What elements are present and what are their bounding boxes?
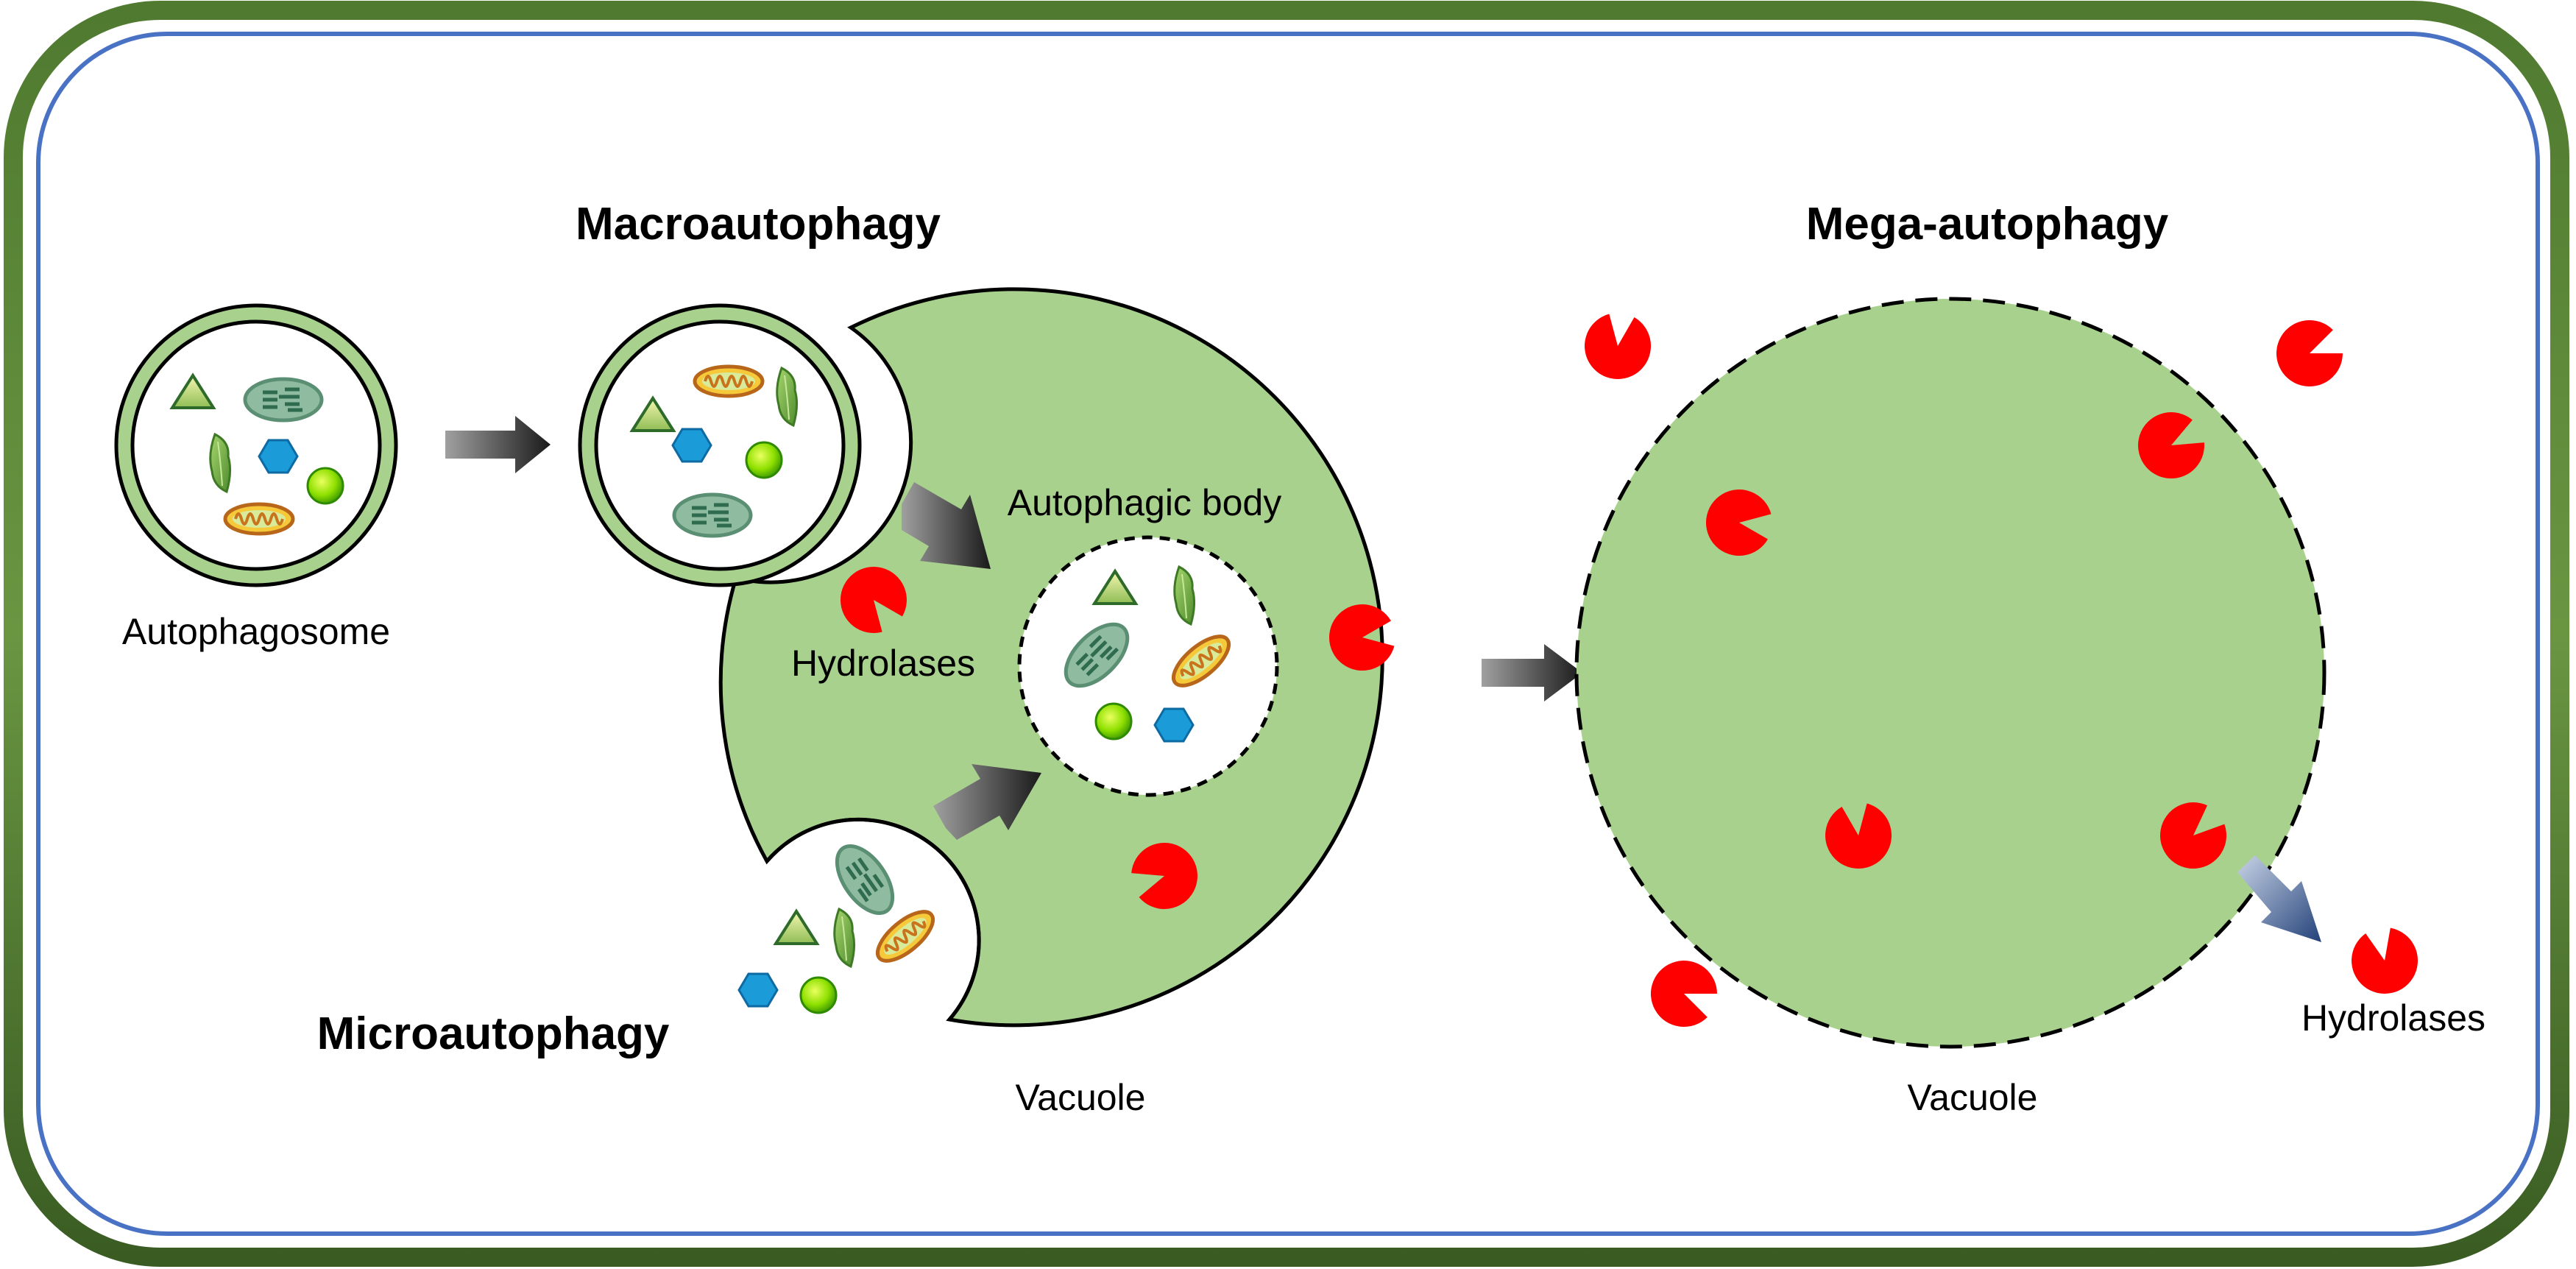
sphere-icon: [799, 976, 838, 1014]
mitochondrion-icon: [695, 367, 762, 396]
sphere-icon: [306, 467, 344, 505]
hexagon-icon: [1153, 707, 1195, 743]
macroautophagy-title: Macroautophagy: [576, 199, 941, 250]
vacuole-label-right: Vacuole: [1908, 1077, 2038, 1118]
cell-wall: [4, 1, 2569, 1267]
autophagic-body-label: Autophagic body: [1008, 482, 1282, 523]
mitochondrion-icon: [225, 504, 293, 534]
sphere-icon: [1094, 702, 1133, 740]
macro-to-body-arrow: [902, 482, 991, 569]
hexagon-icon: [737, 972, 779, 1008]
fusing-autophagosome: [578, 303, 862, 587]
hexagon-icon: [258, 439, 299, 474]
microautophagy-title: Microautophagy: [317, 1008, 670, 1059]
chloroplast-icon: [245, 379, 322, 420]
hydrolases-label-left: Hydrolases: [791, 643, 975, 684]
ruptured-vacuole: [1574, 297, 2326, 1049]
vacuole-label-left: Vacuole: [1016, 1077, 1146, 1118]
autophagosome: [114, 303, 398, 587]
hydrolases-label-right: Hydrolases: [2301, 997, 2485, 1039]
chloroplast-icon: [674, 495, 751, 536]
microautophagy-contents: [737, 817, 981, 1021]
sphere-icon: [745, 441, 783, 479]
hexagon-icon: [671, 428, 712, 463]
transition-arrow-1: [445, 416, 551, 473]
transition-arrow-2: [1482, 644, 1582, 701]
micro-to-body-arrow: [933, 764, 1041, 840]
hydrolase-release-arrow: [2237, 855, 2321, 942]
mega-autophagy-title: Mega-autophagy: [1806, 199, 2169, 250]
autophagosome-label: Autophagosome: [122, 611, 390, 652]
autophagic-body: [1017, 535, 1279, 797]
